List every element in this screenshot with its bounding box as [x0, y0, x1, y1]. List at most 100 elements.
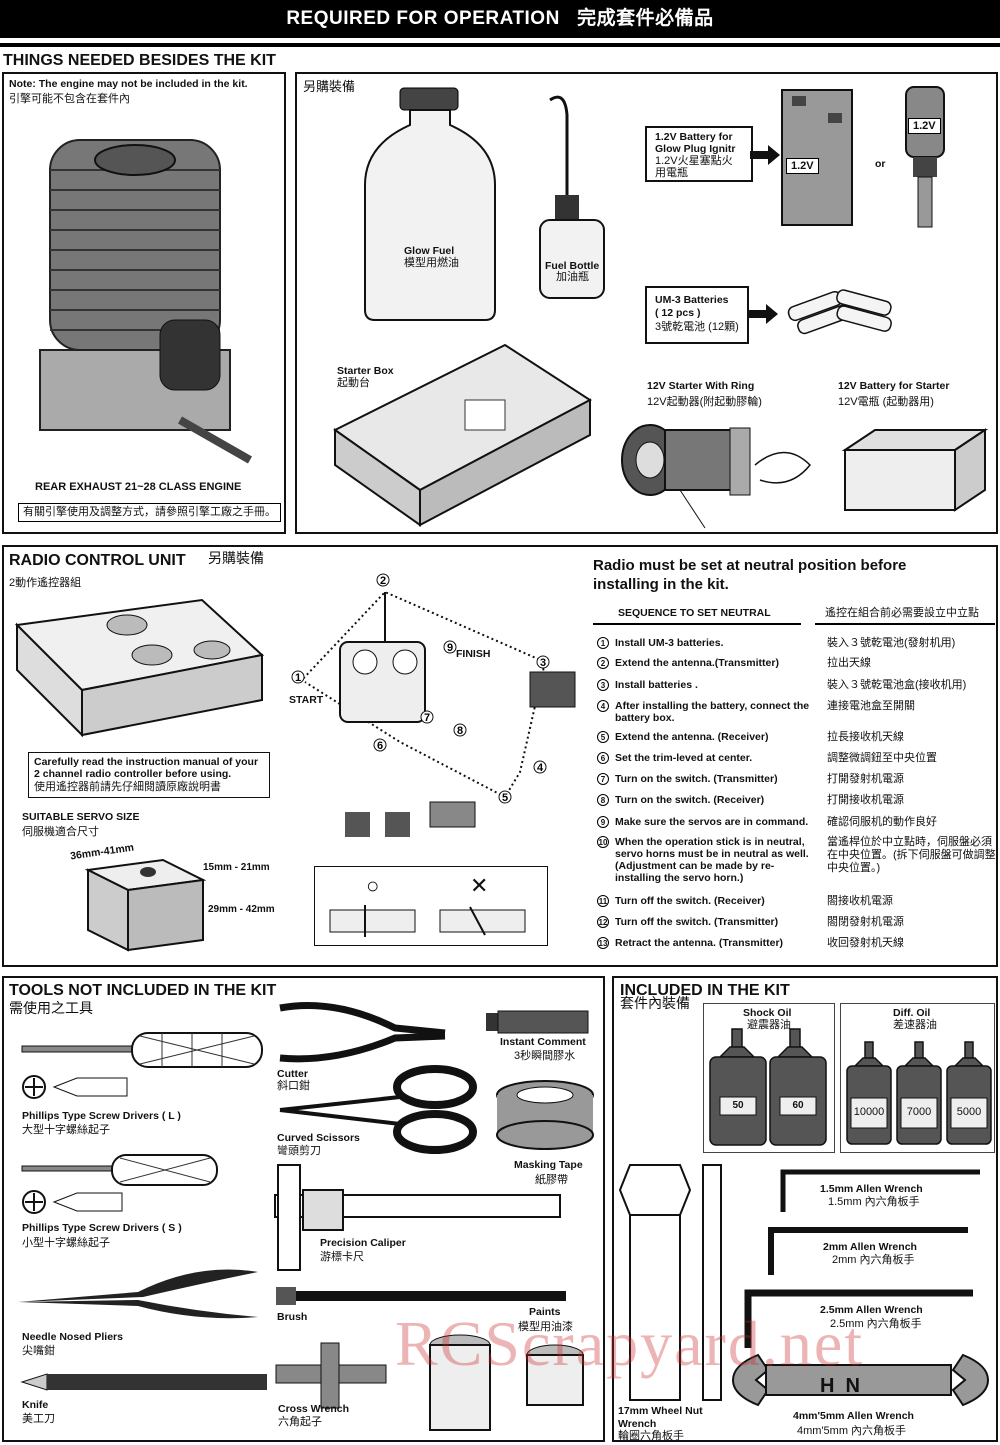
sequence-heading-cn: 遙控在組合前必需要設立中立點 [825, 607, 979, 619]
step-text: Extend the antenna. (Receiver) [615, 731, 769, 743]
um3-line1: UM-3 Batteries [655, 294, 729, 306]
step-text: Turn off the switch. (Receiver) [615, 895, 765, 907]
shock-oil-label-cn: 避震器油 [747, 1019, 791, 1031]
cross-wrench-label: Cross Wrench [278, 1403, 349, 1415]
brush-label: Brush [277, 1311, 308, 1323]
step-text: Retract the antenna. (Transmitter) [615, 937, 784, 949]
things-heading: THINGS NEEDED BESIDES THE KIT [3, 52, 276, 69]
arrow-um3 [748, 304, 778, 324]
step-text-cn: 連接電池盒至開關 [827, 700, 915, 712]
step-text-cn: 裝入３號乾電池盒(接收机用) [827, 679, 967, 691]
curved-scissors [279, 1065, 477, 1154]
allen-2-label-cn: 2mm 內六角板手 [832, 1254, 915, 1266]
step-text: After installing the battery, connect th… [615, 700, 810, 724]
step-text: Turn on the switch. (Receiver) [615, 794, 765, 806]
neutral-sequence-diagram: 2 3 1 4 5 6 7 8 9 [291, 573, 576, 837]
svg-text:5: 5 [502, 792, 508, 804]
tools-heading-cn: 需使用之工具 [9, 1000, 93, 1016]
engine-note-cn: 引擎可能不包含在套件內 [9, 93, 130, 105]
radio-warning-box [28, 752, 270, 798]
allen-25-label: 2.5mm Allen Wrench [820, 1304, 923, 1316]
tape-label: Masking Tape [514, 1159, 583, 1171]
cross-wrench-label-cn: 六角起子 [278, 1416, 322, 1428]
engine-illustration [39, 139, 252, 464]
combo-wrench-45 [731, 1353, 990, 1407]
or-label: or [875, 158, 886, 170]
glow-battery-voltage: 1.2V [786, 158, 819, 174]
accessories-panel [295, 72, 998, 534]
svg-text:3: 3 [540, 657, 546, 669]
pliers-label: Needle Nosed Pliers [22, 1331, 123, 1343]
allen-wrench-25 [744, 1289, 973, 1348]
step-number: 13 [597, 937, 609, 949]
starter-ring-label-cn: 12V起動器(附起動膠輪) [647, 396, 762, 408]
neutral-title-1: Radio must be set at neutral position be… [593, 557, 907, 574]
radio-warning-line2: 2 channel radio controller before using. [34, 768, 232, 780]
precision-caliper [274, 1164, 561, 1271]
engine-label: REAR EXHAUST 21~28 CLASS ENGINE [35, 481, 242, 493]
servo-horn-compare-box [314, 866, 548, 946]
step-number: 2 [597, 657, 609, 669]
cutter [279, 1002, 446, 1063]
finish-label: FINISH [456, 648, 491, 660]
diff-oil-box [840, 1003, 995, 1153]
instant-cement [486, 1010, 589, 1034]
shock-oil-box [703, 1003, 835, 1153]
step-text-cn: 打開接收机電源 [827, 794, 904, 806]
phillips-tip-small [22, 1190, 123, 1214]
paint-cans [429, 1334, 584, 1431]
glow-fuel-label-cn: 模型用燃油 [404, 257, 459, 269]
allen-25-label-cn: 2.5mm 內六角板手 [830, 1318, 922, 1330]
step-text-cn: 拉長接收机天線 [827, 731, 904, 743]
tape-label-cn: 紙膠帶 [535, 1174, 568, 1186]
diff-oil-value-0: 10000 [853, 1106, 885, 1118]
tools-heading: TOOLS NOT INCLUDED IN THE KIT [9, 982, 277, 999]
step-text-cn: 閤接收机電源 [827, 895, 893, 907]
svg-text:9: 9 [447, 642, 453, 654]
watermark: RCScrapyard.net [395, 1308, 864, 1379]
scissors-label-cn: 彎頭剪刀 [277, 1145, 321, 1157]
svg-text:2: 2 [380, 575, 386, 587]
diff-oil-value-2: 5000 [956, 1106, 982, 1118]
header-rule [0, 43, 1000, 47]
banner-title-cn: 完成套件必備品 [577, 8, 714, 29]
step-text-cn: 裝入３號乾電池(發射机用) [827, 637, 956, 649]
engine-panel [2, 72, 286, 534]
arrow-glow [750, 145, 780, 165]
step-text-cn: 確認伺服机的動作良好 [827, 816, 937, 828]
glow-fuel-label: Glow Fuel [404, 245, 455, 257]
knife-label-cn: 美工刀 [22, 1413, 55, 1425]
um3-line2: ( 12 pcs ) [655, 307, 701, 319]
step-row: 8 Turn on the switch. (Receiver) 打開接收机電源 [597, 794, 997, 814]
diff-oil-label: Diff. Oil [893, 1007, 931, 1019]
phillips-screwdriver-large [21, 1032, 263, 1068]
glow-battery-line1: 1.2V Battery for [655, 131, 733, 143]
svg-text:1: 1 [295, 672, 301, 684]
starter-box [333, 343, 592, 527]
radio-warning-cn: 使用遙控器前請先仔細閱讀原廠說明書 [34, 781, 221, 793]
banner-title: REQUIRED FOR OPERATION [286, 8, 560, 29]
needle-nose-pliers [18, 1269, 258, 1319]
allen-wrench-2 [768, 1227, 968, 1275]
starter-box-label: Starter Box [337, 365, 394, 377]
step-number: 9 [597, 816, 609, 828]
included-heading: INCLUDED IN THE KIT [620, 982, 790, 999]
starter-battery [841, 428, 989, 512]
svg-text:6: 6 [377, 740, 383, 752]
allen-45-label: 4mm'5mm Allen Wrench [793, 1410, 914, 1422]
paints-label: Paints [529, 1306, 561, 1318]
radio-warning-line1: Carefully read the instruction manual of… [34, 756, 259, 768]
knife [20, 1373, 267, 1391]
radio-box-illustration [14, 598, 265, 738]
shock-oil-value-0: 50 [732, 1100, 744, 1111]
step-text-cn: 打開發射机電源 [827, 773, 904, 785]
servo-horn-compare [329, 905, 526, 937]
sequence-underline-cn [815, 623, 995, 625]
incorrect-symbol: ✕ [470, 873, 489, 898]
accessories-panel-cn: 另購裝備 [303, 79, 356, 94]
step-number: 8 [597, 794, 609, 806]
